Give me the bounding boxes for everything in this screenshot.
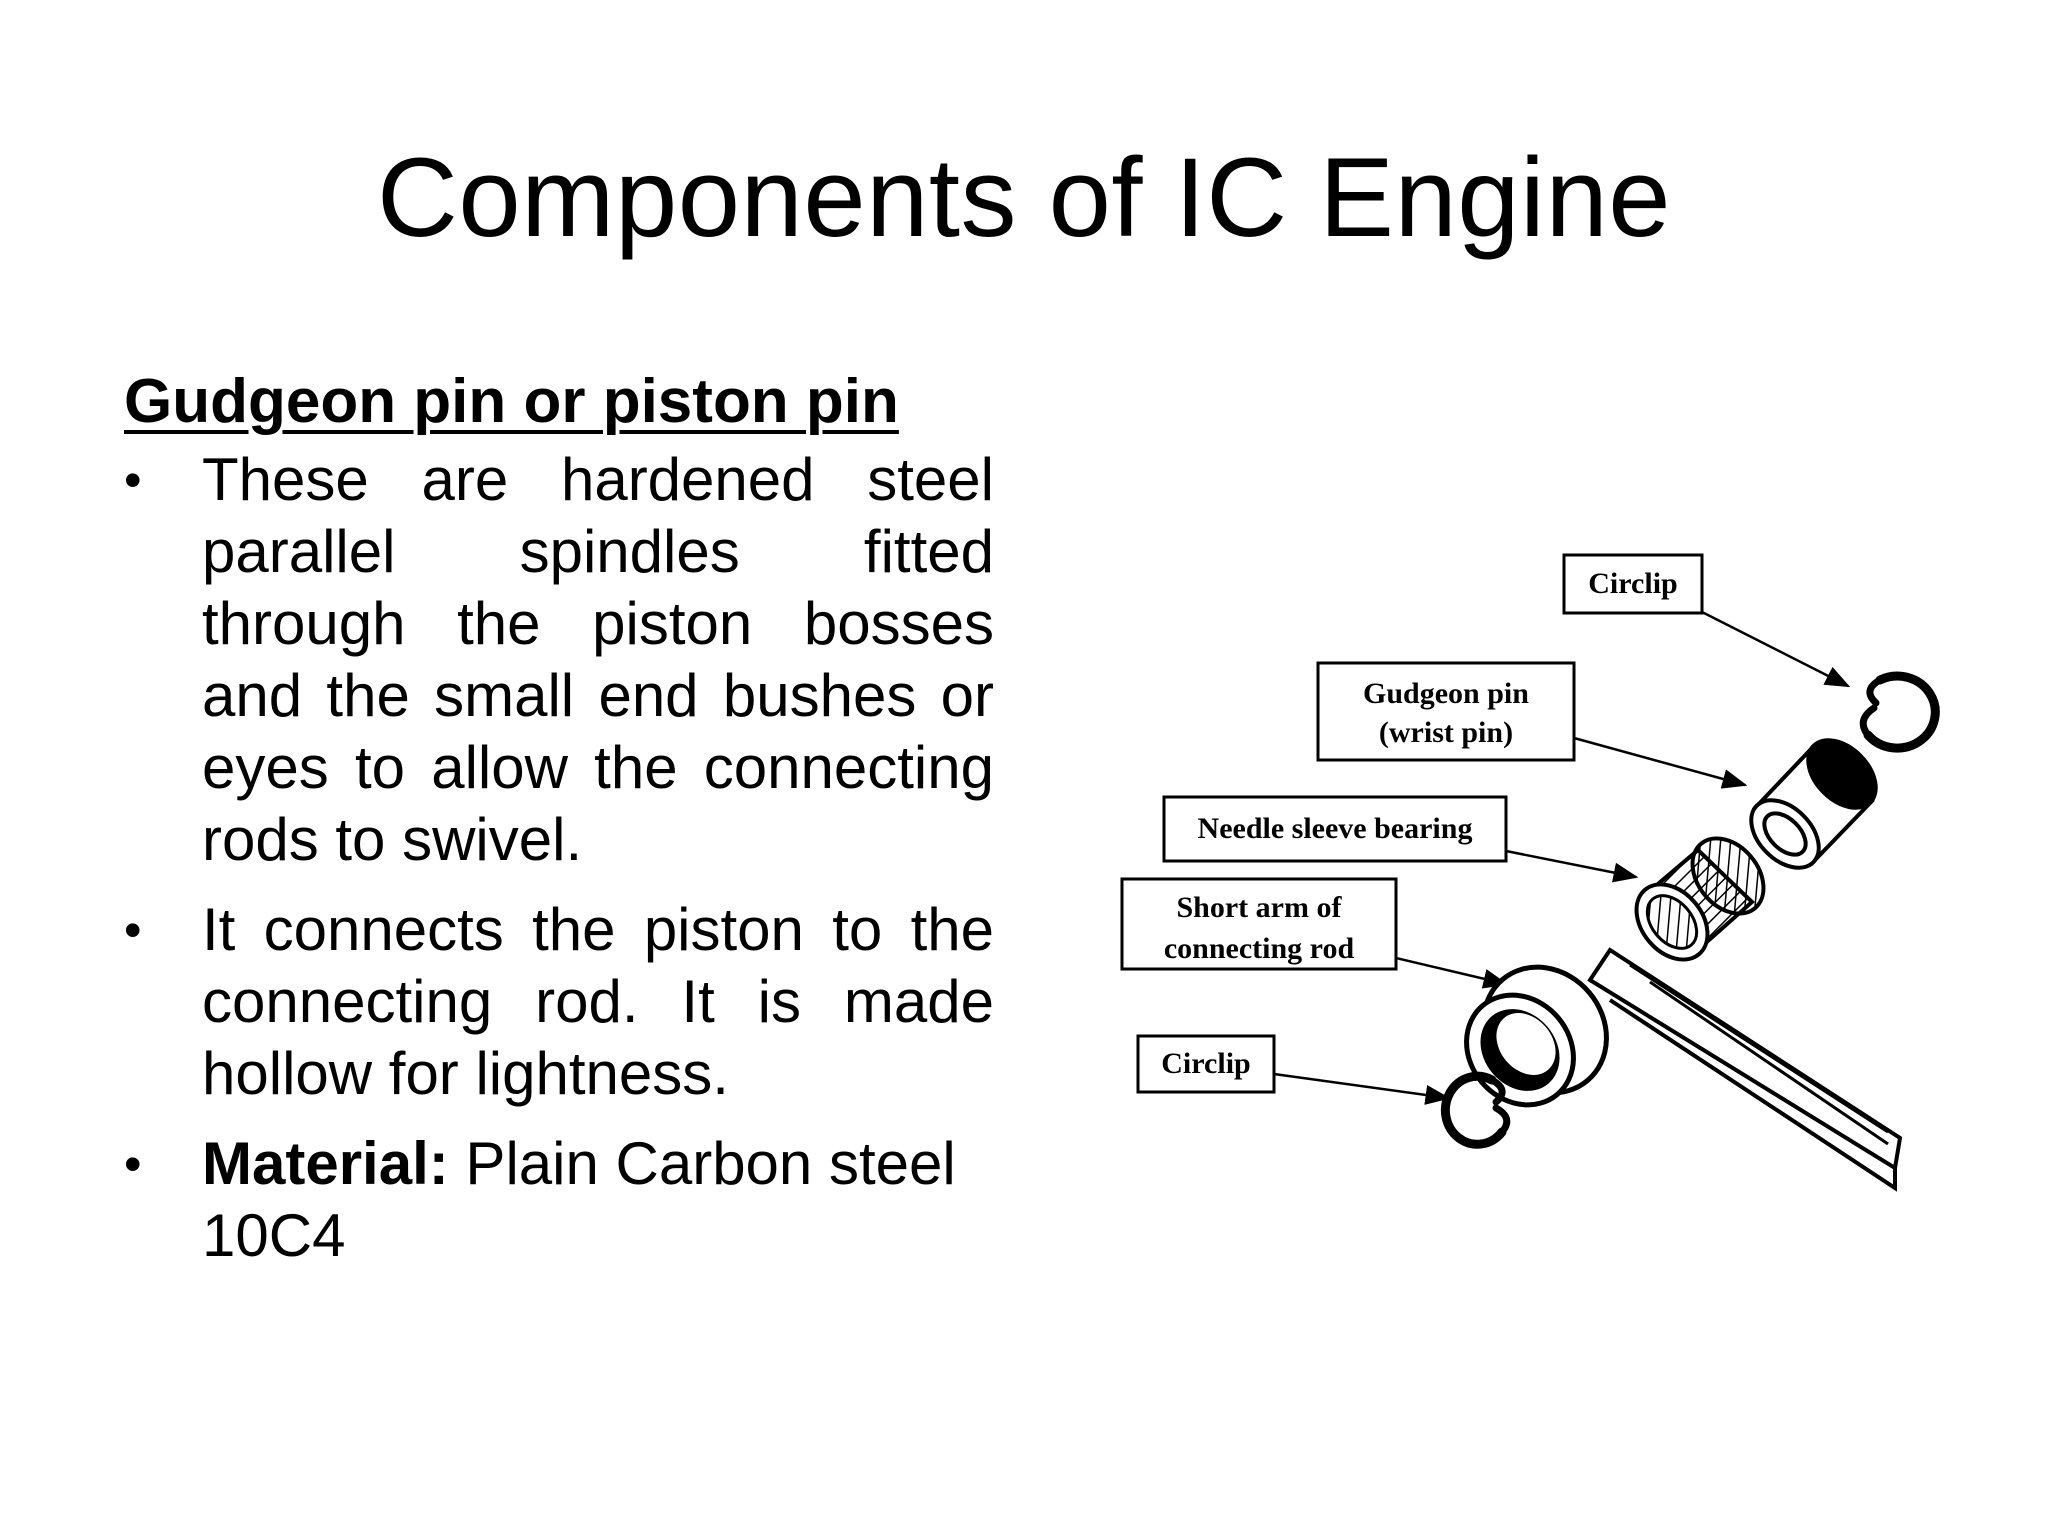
label-short-arm-line1: Short arm of	[1177, 891, 1343, 924]
bullet-list: • These are hardened steel parallel spin…	[124, 444, 994, 1272]
label-gudgeon-pin: Gudgeon pin (wrist pin)	[1316, 661, 1576, 762]
bullet-marker: •	[124, 1136, 142, 1192]
label-gudgeon-pin-line2: (wrist pin)	[1379, 716, 1513, 749]
arrow-needle-bearing	[1505, 849, 1639, 883]
circlip-top-drawing	[1859, 671, 1940, 753]
diagram-svg: Circlip Gudgeon pin (wrist pin) Needle s…	[1120, 553, 1940, 1192]
bullet-item: • These are hardened steel parallel spin…	[124, 444, 994, 876]
arrow-circlip-bottom	[1273, 1072, 1451, 1105]
label-circlip-top-text: Circlip	[1588, 567, 1677, 600]
arrow-circlip-top	[1701, 610, 1851, 688]
bullet-item: • Material: Plain Carbon steel 10C4	[124, 1128, 994, 1272]
label-circlip-bottom-text: Circlip	[1161, 1047, 1250, 1080]
connecting-rod-drawing	[1464, 947, 1903, 1192]
slide-content: Gudgeon pin or piston pin • These are ha…	[124, 362, 994, 1290]
material-value: Plain Carbon steel 10C4	[202, 1130, 956, 1269]
label-needle-bearing-text: Needle sleeve bearing	[1198, 812, 1473, 845]
label-gudgeon-pin-line1: Gudgeon pin	[1363, 677, 1529, 710]
needle-bearing-drawing	[1634, 836, 1766, 962]
gudgeon-pin-diagram: Circlip Gudgeon pin (wrist pin) Needle s…	[1050, 520, 1970, 1230]
bullet-text: These are hardened steel parallel spindl…	[202, 446, 994, 873]
label-circlip-bottom: Circlip	[1136, 1034, 1276, 1094]
bullet-marker: •	[124, 902, 142, 958]
label-short-arm: Short arm of connecting rod	[1120, 877, 1398, 971]
bullet-marker: •	[124, 452, 142, 508]
arrow-gudgeon-pin	[1573, 736, 1748, 789]
bullet-text-material: Material: Plain Carbon steel 10C4	[202, 1128, 994, 1272]
bullet-item: • It connects the piston to the connecti…	[124, 894, 994, 1110]
section-heading: Gudgeon pin or piston pin	[124, 367, 899, 436]
label-needle-bearing: Needle sleeve bearing	[1162, 795, 1508, 863]
slide-title: Components of IC Engine	[376, 135, 1672, 260]
circlip-bottom-drawing	[1440, 1071, 1511, 1149]
gudgeon-pin-drawing	[1749, 738, 1878, 870]
material-label: Material:	[202, 1130, 449, 1197]
label-circlip-top: Circlip	[1562, 553, 1704, 615]
bullet-text: It connects the piston to the connecting…	[202, 896, 994, 1107]
arrow-short-arm	[1395, 956, 1509, 989]
label-short-arm-line2: connecting rod	[1164, 932, 1355, 965]
